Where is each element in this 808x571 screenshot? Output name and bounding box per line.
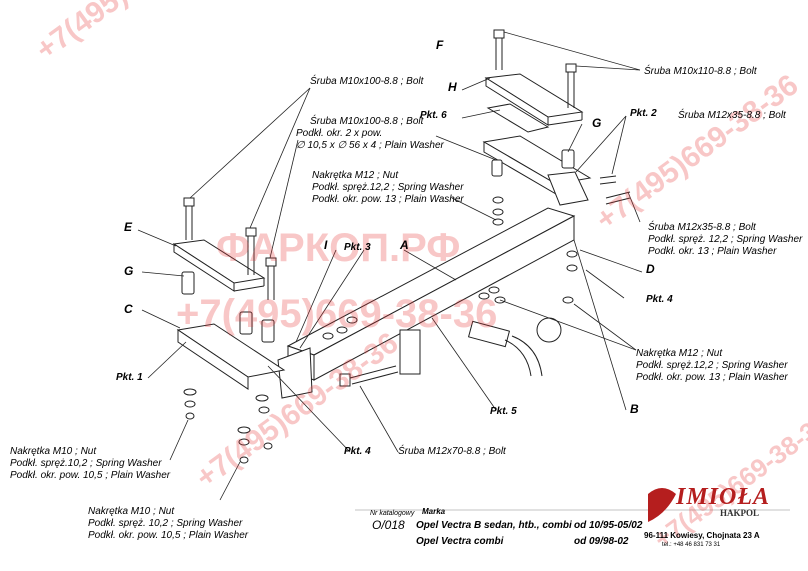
tow-ball	[399, 317, 562, 377]
bolts-m12x35	[599, 175, 631, 205]
catalog-no-label: Nr katalogowy	[370, 510, 415, 517]
pkt-4-right: Pkt. 4	[646, 294, 673, 305]
label-nut-m12-r3: Podkł. okr. pow. 13 ; Plain Washer	[636, 372, 788, 383]
years-2: od 09/98-02	[574, 536, 629, 547]
bracket-c	[176, 323, 286, 390]
pkt-6: Pkt. 6	[420, 110, 447, 121]
plate-e	[172, 239, 266, 292]
cross-beam-a	[277, 207, 576, 399]
pkt-1: Pkt. 1	[116, 372, 143, 383]
label-bolt-m12x70: Śruba M12x70-8.8 ; Bolt	[398, 446, 506, 457]
brand-label: Marka	[422, 507, 446, 516]
years-1: od 10/95-05/02	[574, 520, 643, 531]
label-nut-m10-a3: Podkł. okr. pow. 10,5 ; Plain Washer	[10, 470, 171, 481]
plate-f	[484, 73, 584, 126]
label-bolt-m12x35-r2: Podkł. spręż. 12,2 ; Spring Washer	[648, 234, 803, 245]
plate-h	[486, 103, 550, 133]
pkt-2: Pkt. 2	[630, 108, 657, 119]
label-nut-m10-b3: Podkł. okr. pow. 10,5 ; Plain Washer	[88, 530, 249, 541]
leader-lines	[137, 31, 643, 501]
bolt-m10x110-b	[565, 63, 577, 108]
letter-f: F	[436, 38, 444, 52]
imiola-logo: IMIOŁA	[676, 484, 771, 510]
watermark-phone-center: +7(495)669-38-36	[176, 292, 498, 336]
label-bolt-m10x100-2: Śruba M10x100-8.8 ; Bolt	[310, 116, 424, 127]
label-nut-m10-b1: Nakrętka M10 ; Nut	[88, 506, 175, 517]
spacers-g-left	[181, 271, 275, 343]
hakpol-logo: HAKPOL	[720, 508, 760, 518]
label-bolt-m10x100-top: Śruba M10x100-8.8 ; Bolt	[310, 76, 424, 87]
bolt-m10x110-a	[493, 29, 505, 70]
company-phone: tel.: +48 46 831 73 31	[662, 542, 721, 548]
model-2: Opel Vectra combi	[416, 536, 504, 547]
label-bolt-m12x35-top: Śruba M12x35-8.8 ; Bolt	[678, 110, 786, 121]
label-nut-m10-b2: Podkł. spręż. 10,2 ; Spring Washer	[88, 518, 243, 529]
label-bolt-m10x110: Śruba M10x110-8.8 ; Bolt	[644, 66, 757, 77]
label-bolt-m12x35-r3: Podkł. okr. 13 ; Plain Washer	[648, 246, 777, 257]
letter-g-top: G	[592, 116, 602, 130]
pkt-3: Pkt. 3	[344, 242, 371, 253]
letter-b: B	[630, 402, 639, 416]
label-nut-m12-mid-2: Podkł. spręż.12,2 ; Spring Washer	[312, 182, 464, 193]
letter-h: H	[448, 80, 457, 94]
imiola-logo-mark	[648, 488, 676, 522]
label-nut-m10-a1: Nakrętka M10 ; Nut	[10, 446, 97, 457]
model-1: Opel Vectra B sedan, htb., combi	[416, 520, 572, 531]
watermark-site: ФАРКОП.РФ	[216, 226, 461, 270]
label-washer-2: ∅ 10,5 x ∅ 56 x 4 ; Plain Washer	[296, 140, 444, 151]
pkt-4-bottom: Pkt. 4	[344, 446, 371, 457]
label-washer-1: Podkł. okr. 2 x pow.	[296, 128, 383, 139]
label-nut-m10-a2: Podkł. spręż.10,2 ; Spring Washer	[10, 458, 162, 469]
bolt-m12x70	[339, 365, 399, 387]
letter-i: I	[324, 238, 328, 252]
pkt-5: Pkt. 5	[490, 406, 517, 417]
bracket-right	[482, 135, 592, 206]
label-nut-m12-r1: Nakrętka M12 ; Nut	[636, 348, 723, 359]
label-nut-m12-mid-3: Podkł. okr. pow. 13 ; Plain Washer	[312, 194, 464, 205]
bolts-left	[183, 197, 277, 300]
catalog-no: O/018	[372, 518, 405, 532]
label-bolt-m12x35-r1: Śruba M12x35-8.8 ; Bolt	[648, 222, 756, 233]
washers	[183, 196, 578, 464]
company-address: 96-111 Kowiesy, Chojnata 23 A	[644, 531, 760, 540]
label-nut-m12-mid-1: Nakrętka M12 ; Nut	[312, 170, 399, 181]
letter-g-left: G	[124, 264, 134, 278]
letter-d: D	[646, 262, 655, 276]
letter-c: C	[124, 302, 133, 316]
label-nut-m12-r2: Podkł. spręż.12,2 ; Spring Washer	[636, 360, 788, 371]
letter-a: A	[400, 238, 409, 252]
letter-e: E	[124, 220, 133, 234]
spacer-g-right	[491, 149, 575, 177]
